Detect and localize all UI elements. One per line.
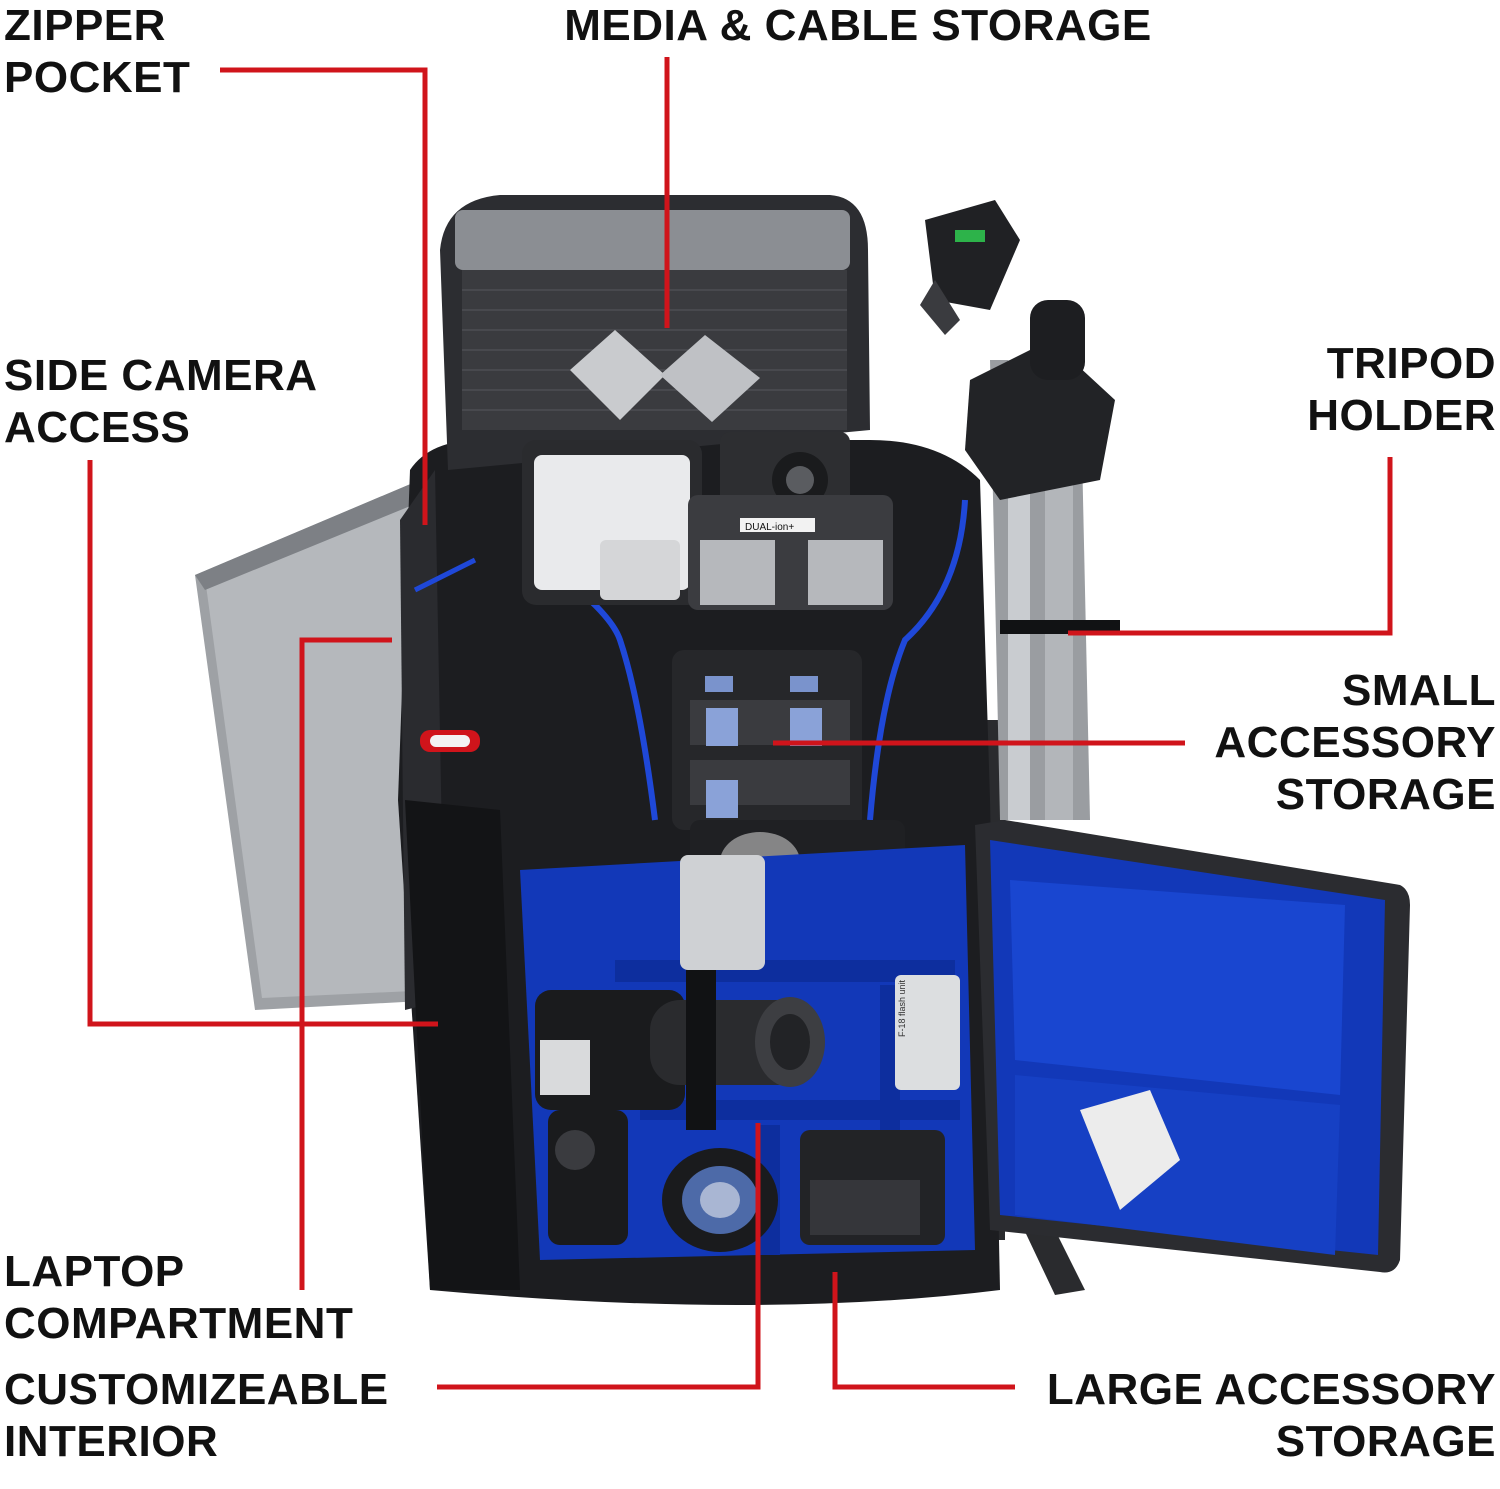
label-small-accessory-line1: SMALL [1341, 666, 1496, 715]
label-zipper-pocket: ZIPPER POCKET [4, 0, 190, 104]
label-laptop-line1: LAPTOP [4, 1247, 185, 1296]
callout-line-custom-interior [437, 1123, 761, 1390]
callout-line-laptop [299, 637, 392, 1290]
label-media-cable-line1: MEDIA & CABLE STORAGE [564, 1, 1152, 50]
callout-line-tripod-holder [1068, 457, 1393, 636]
callout-lines [87, 57, 1393, 1390]
label-large-accessory-line2: STORAGE [1275, 1417, 1496, 1466]
label-small-accessory-storage: SMALL ACCESSORY STORAGE [1214, 665, 1496, 821]
label-small-accessory-line3: STORAGE [1275, 770, 1496, 819]
label-side-camera-access: SIDE CAMERA ACCESS [4, 350, 318, 454]
label-zipper-pocket-line2: POCKET [4, 53, 191, 102]
label-custom-interior-line2: INTERIOR [4, 1417, 219, 1466]
label-customizeable-interior: CUSTOMIZEABLE INTERIOR [4, 1364, 389, 1468]
label-tripod-holder-line2: HOLDER [1307, 391, 1496, 440]
top-lid-mesh-pocket [440, 195, 870, 470]
callout-line-zipper-pocket [220, 67, 428, 525]
label-custom-interior-line1: CUSTOMIZEABLE [4, 1365, 389, 1414]
label-small-accessory-line2: ACCESSORY [1214, 718, 1496, 767]
label-tripod-holder-line1: TRIPOD [1326, 339, 1496, 388]
main-compartment-interior: F-18 flash unit [520, 845, 975, 1260]
callout-line-side-camera [87, 460, 438, 1027]
label-side-camera-line1: SIDE CAMERA [4, 351, 318, 400]
label-laptop-line2: COMPARTMENT [4, 1299, 354, 1348]
label-tripod-holder: TRIPOD HOLDER [1307, 338, 1496, 442]
label-large-accessory-line1: LARGE ACCESSORY [1046, 1365, 1496, 1414]
label-laptop-compartment: LAPTOP COMPARTMENT [4, 1246, 353, 1350]
front-door-flap [975, 820, 1410, 1273]
laptop-image [195, 480, 440, 1010]
top-compartment-gear: DUAL-ion+ [522, 432, 893, 610]
label-side-camera-line2: ACCESS [4, 403, 191, 452]
callout-line-large-accessory [832, 1272, 1015, 1390]
label-media-cable-storage: MEDIA & CABLE STORAGE [548, 0, 1168, 52]
flash-unit-text: F-18 flash unit [897, 979, 907, 1037]
label-zipper-pocket-line1: ZIPPER [4, 1, 166, 50]
battery-brand-text: DUAL-ion+ [745, 522, 794, 533]
label-large-accessory-storage: LARGE ACCESSORY STORAGE [1047, 1364, 1496, 1468]
